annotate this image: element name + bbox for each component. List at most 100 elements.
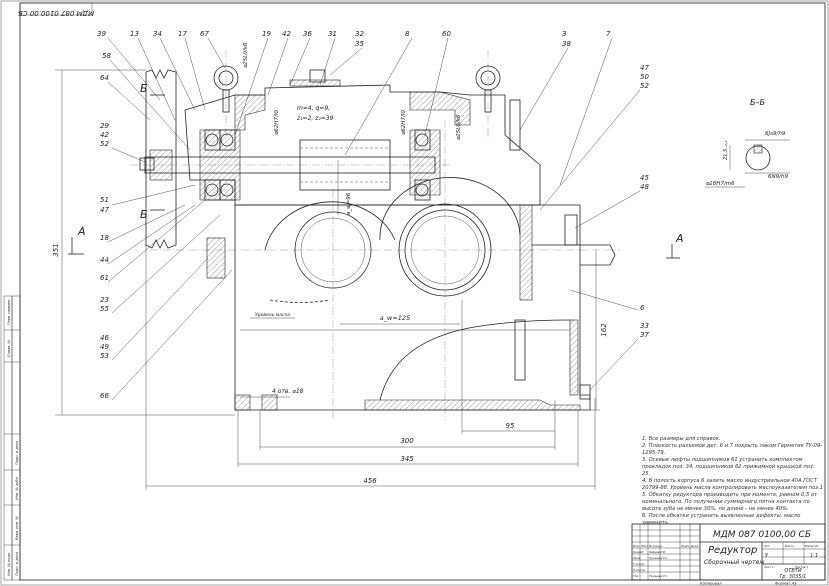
fit-bearing-right: ⌀25L0/k6	[456, 114, 462, 140]
callout: 60	[442, 30, 451, 38]
note: 1. Все размеры для справок.	[642, 436, 721, 442]
callouts: 39 13 34 17 67 19 42 36 31 32 35 8 60 3 …	[97, 30, 649, 400]
fit-housing-right: ⌀62H7/l0	[401, 110, 407, 135]
svg-text:Перв. примен.: Перв. примен.	[7, 299, 11, 325]
pulley	[139, 69, 177, 249]
callout: 46	[100, 334, 109, 342]
drawing-frame	[19, 2, 826, 581]
callout: 52	[100, 140, 109, 148]
svg-text:Справ. №: Справ. №	[7, 340, 11, 357]
callout: 47	[100, 206, 109, 214]
dim-351: 351	[52, 243, 60, 256]
dim-95: 95	[506, 422, 515, 430]
note: 6. После обкатки устранить выявленные де…	[642, 513, 801, 526]
note: 2. Плоскость разъемов дет. 6 и 7 покрыть…	[642, 443, 823, 456]
note: 3. Осевые люфты подшипников 61 устранить…	[642, 457, 815, 477]
eye-bolt-left	[213, 65, 239, 113]
callout: 66	[100, 392, 109, 400]
eye-bolt-right	[475, 65, 501, 113]
svg-text:21,5₋₀,₂: 21,5₋₀,₂	[723, 141, 729, 160]
callout: 8	[405, 30, 410, 38]
technical-notes: 1. Все размеры для справок. 2. Плоскость…	[642, 436, 824, 527]
dim-456: 456	[363, 477, 377, 485]
callout: 19	[262, 30, 271, 38]
dim-aw-96: a_w=96	[346, 192, 352, 215]
svg-text:Б: Б	[140, 208, 148, 221]
callout: 61	[100, 274, 109, 282]
callout: 38	[562, 40, 571, 48]
top-stamp-box	[19, 2, 93, 16]
svg-text:А: А	[77, 225, 86, 238]
callout: 39	[97, 30, 106, 38]
callout: 47	[640, 64, 649, 72]
callout: 34	[153, 30, 162, 38]
callout: 7	[606, 30, 611, 38]
leader-lines	[107, 37, 641, 401]
dim-holes: 4 отв. ⌀18	[272, 388, 304, 395]
callout: 67	[200, 30, 209, 38]
dim-345: 345	[400, 455, 414, 463]
fit-bearing-left: ⌀25L0/k6	[243, 42, 249, 68]
callout: 50	[640, 73, 649, 81]
oil-level-label: Уровень масла	[255, 312, 290, 318]
callout: 18	[100, 234, 109, 242]
gear-params-2: z₁=2, z₂=39	[296, 115, 334, 122]
callout: 45	[640, 174, 649, 182]
callout: 32	[355, 30, 364, 38]
svg-text:Б: Б	[140, 82, 148, 95]
oil-dipstick	[509, 99, 521, 151]
svg-text:А: А	[675, 232, 684, 245]
callout: 6	[640, 304, 645, 312]
callout: 13	[130, 30, 139, 38]
callout: 33	[640, 322, 649, 330]
top-stamp-text: МДМ 087 0100.00 СБ	[18, 9, 94, 17]
section-bb: Б–Б 21,5₋₀,₂ 6Js9/h9 6N9/h9 ⌀18H7/m6	[705, 98, 790, 188]
svg-text:⌀18H7/m6: ⌀18H7/m6	[706, 181, 735, 187]
svg-text:Подп. и дата: Подп. и дата	[15, 441, 19, 465]
dim-162: 162	[600, 323, 608, 337]
callout: 42	[100, 131, 109, 139]
worm-shaft	[144, 129, 436, 201]
note: 4. В полость корпуса 6 залить масло инду…	[642, 478, 823, 491]
callout: 52	[640, 82, 649, 90]
svg-text:Б–Б: Б–Б	[750, 98, 765, 107]
gear-params-1: m=4, q=9,	[297, 105, 330, 112]
svg-text:6N9/h9: 6N9/h9	[768, 174, 788, 180]
callout: 42	[282, 30, 291, 38]
callout: 35	[355, 40, 364, 48]
dim-300: 300	[400, 437, 414, 445]
bolt-left	[206, 237, 226, 279]
callout: 36	[303, 30, 312, 38]
callout: 31	[328, 30, 337, 38]
svg-text:6Js9/h9: 6Js9/h9	[765, 131, 786, 137]
callout: 44	[100, 256, 109, 264]
bolt-right	[519, 204, 533, 301]
dimension-lines	[55, 69, 600, 490]
callout: 3	[562, 30, 566, 38]
fit-housing-left: ⌀62H7/l0	[274, 110, 280, 135]
margin-stamp: Перв. примен. Справ. № Подп. и дата Инв.…	[3, 295, 21, 581]
svg-text:Подп. и дата: Подп. и дата	[15, 552, 19, 576]
callout: 58	[102, 52, 111, 60]
callout: 37	[640, 331, 649, 339]
callout: 51	[100, 196, 109, 204]
housing-base	[234, 204, 591, 411]
wheel-bores	[264, 177, 521, 297]
callout: 55	[100, 305, 109, 313]
callout: 53	[100, 352, 109, 360]
callout: 49	[100, 343, 109, 351]
svg-text:Инв. № подл.: Инв. № подл.	[7, 552, 11, 576]
section-marks: А А Б Б	[68, 82, 684, 259]
svg-text:Инв. № дубл.: Инв. № дубл.	[15, 476, 19, 500]
callout: 48	[640, 183, 649, 191]
callout: 23	[100, 296, 109, 304]
callout: 64	[100, 74, 109, 82]
callout: 29	[100, 122, 109, 130]
callout: 17	[178, 30, 187, 38]
output-shaft-end	[532, 244, 616, 266]
dim-aw-125: a_w=125	[380, 314, 410, 322]
housing-cover	[184, 69, 541, 206]
note: 5. Обкатку редуктора производить при мом…	[642, 492, 818, 512]
